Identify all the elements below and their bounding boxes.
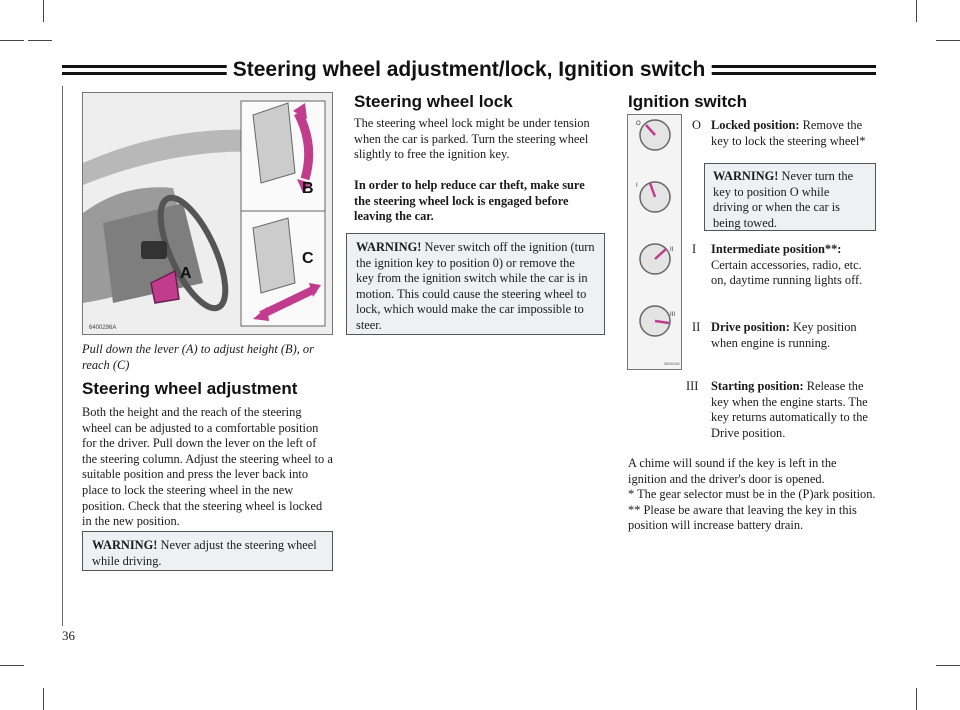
ignition-dial: III	[639, 305, 675, 337]
position-number: I	[692, 242, 697, 256]
position-text: Key position when engine is running.	[711, 320, 857, 350]
position-title: Drive position:	[711, 320, 790, 334]
ignition-heading: Ignition switch	[628, 92, 747, 111]
page-title: Steering wheel adjustment/lock, Ignition…	[226, 56, 712, 84]
position-title: Locked position:	[711, 118, 800, 132]
figure-code: 3600106	[664, 361, 680, 366]
position-item-o: O Locked position: Remove the key to loc…	[692, 118, 880, 164]
ignition-warning: WARNING! Never turn the key to position …	[704, 163, 876, 231]
warning-label: WARNING!	[713, 169, 779, 183]
position-item-iii: III Starting position: Release the key w…	[686, 379, 880, 443]
adjustment-heading: Steering wheel adjustment	[82, 379, 298, 398]
label-b: B	[302, 180, 314, 197]
note-battery: ** Please be aware that leaving the key …	[628, 502, 857, 533]
crop-mark	[0, 40, 24, 41]
crop-mark	[28, 40, 52, 41]
page-number: 36	[62, 628, 75, 643]
position-title: Intermediate position**:	[711, 242, 842, 256]
lock-body-bold: In order to help reduce car theft, make …	[354, 178, 585, 224]
dial-mark-ii: II	[670, 247, 674, 253]
warning-text: Never turn the key to position O while d…	[713, 169, 854, 230]
note-chime: A chime will sound if the key is left in…	[628, 456, 837, 486]
ignition-dial: I	[636, 181, 671, 213]
crop-mark	[916, 688, 917, 710]
adjustment-body: Both the height and the reach of the ste…	[82, 405, 333, 529]
page-header: Steering wheel adjustment/lock, Ignition…	[62, 56, 876, 86]
lock-heading: Steering wheel lock	[354, 92, 513, 111]
ignition-dial-illustration: O I II III 3600106	[636, 119, 680, 366]
ignition-dial: II	[639, 243, 674, 275]
crop-mark	[936, 40, 960, 41]
lock-body: The steering wheel lock might be under t…	[354, 116, 590, 162]
dial-mark-i: I	[636, 183, 638, 189]
crop-mark	[916, 0, 917, 22]
crop-mark	[936, 665, 960, 666]
steering-figure: A B C 6400296A	[82, 92, 333, 335]
label-c: C	[302, 250, 314, 267]
warning-label: WARNING!	[356, 240, 422, 254]
warning-text: Never switch off the ignition (turn the …	[356, 240, 595, 332]
ignition-notes: A chime will sound if the key is left in…	[628, 456, 878, 534]
crop-mark	[43, 688, 44, 710]
warning-text: Never adjust the steering wheel while dr…	[92, 538, 317, 568]
dial-mark-iii: III	[670, 312, 675, 318]
position-item-i: I Intermediate position**: Certain acces…	[692, 242, 880, 290]
warning-label: WARNING!	[92, 538, 158, 552]
ignition-dial: O	[636, 119, 671, 151]
figure-caption: Pull down the lever (A) to adjust height…	[82, 342, 314, 372]
ignition-figure: O I II III 3600106	[627, 114, 682, 370]
position-item-ii: II Drive position: Key position when eng…	[692, 320, 880, 352]
lock-warning: WARNING! Never switch off the ignition (…	[346, 233, 605, 335]
figure-code: 6400296A	[89, 325, 116, 331]
margin-rule	[62, 86, 63, 626]
position-number: O	[692, 118, 701, 132]
position-text: Remove the key to lock the steering whee…	[711, 118, 866, 148]
crop-mark	[0, 665, 24, 666]
adjustment-warning: WARNING! Never adjust the steering wheel…	[82, 531, 333, 571]
crop-mark	[43, 0, 44, 22]
position-text: Certain accessories, radio, etc. on, day…	[711, 257, 863, 288]
note-gear-selector: * The gear selector must be in the (P)ar…	[628, 487, 876, 502]
position-text: Release the key when the engine starts. …	[711, 379, 868, 440]
steering-wheel-illustration: A B C 6400296A	[83, 93, 332, 334]
position-number: III	[686, 379, 699, 393]
dial-mark-o: O	[636, 121, 641, 127]
position-title: Starting position:	[711, 379, 804, 393]
position-number: II	[692, 320, 701, 334]
label-a: A	[180, 265, 192, 282]
